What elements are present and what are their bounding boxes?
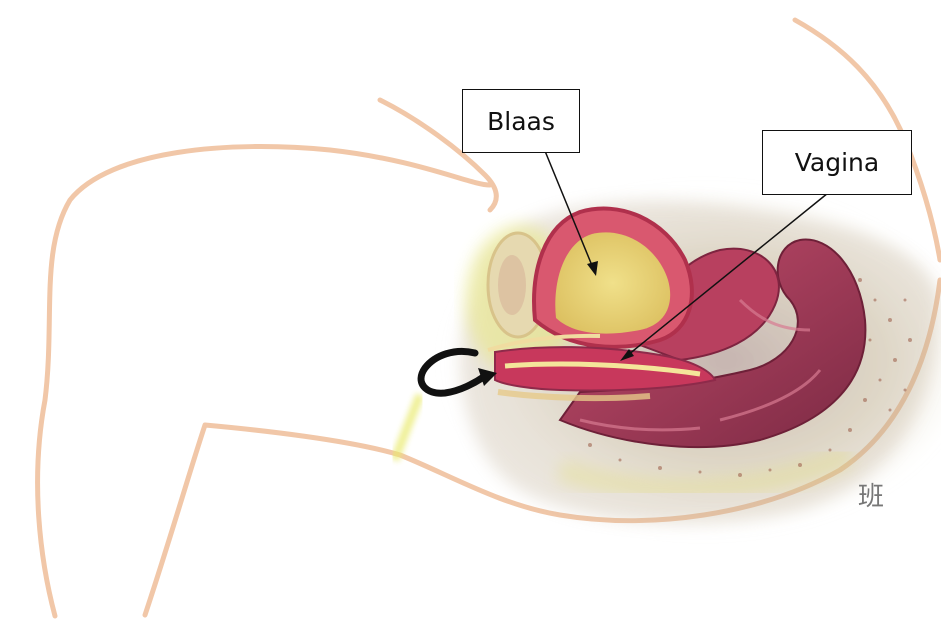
yellow-drip <box>395 395 420 460</box>
vagina-label-text: Vagina <box>795 148 879 177</box>
vagina-label: Vagina <box>762 130 912 195</box>
bladder-label: Blaas <box>462 89 580 153</box>
pubic-bone-inner <box>498 255 526 315</box>
signature-mark: 班 <box>858 476 882 513</box>
bladder-label-text: Blaas <box>487 107 555 136</box>
